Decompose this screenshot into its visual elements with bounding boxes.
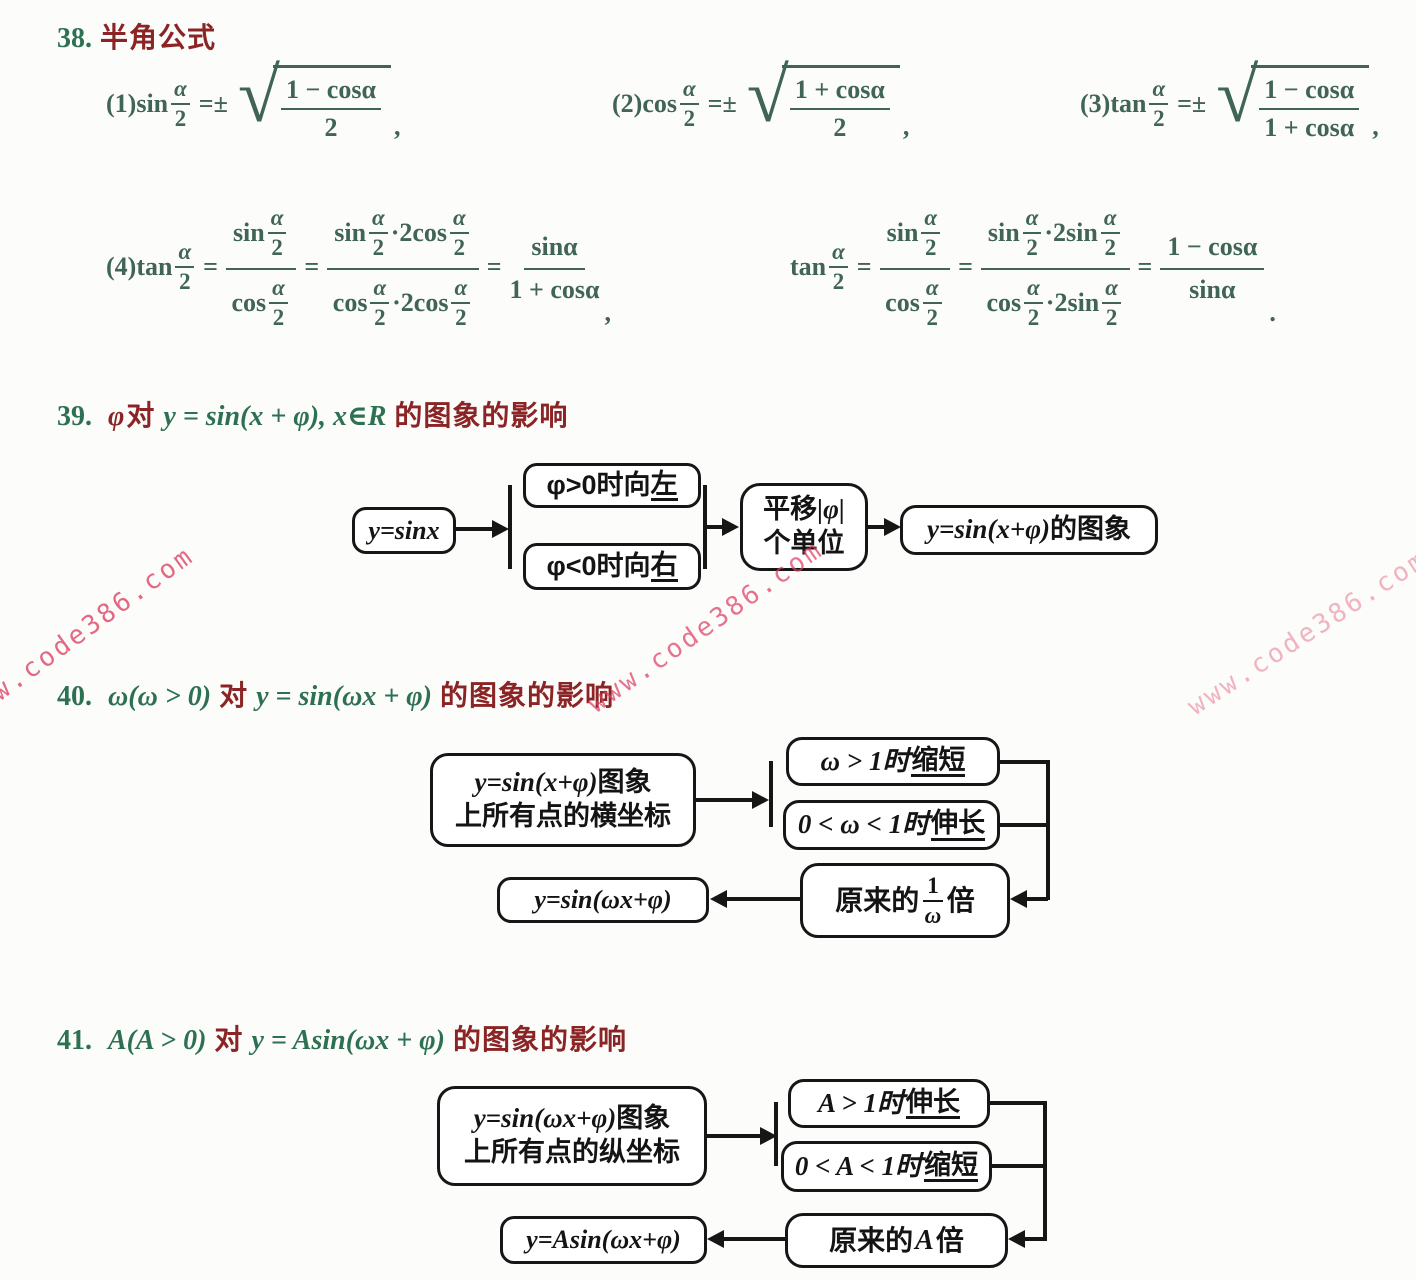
connector-line	[774, 1102, 778, 1166]
section-number: 41.	[57, 1025, 92, 1056]
heading-rest: 的图象的影响	[452, 1024, 627, 1055]
flow41-result-node: y=Asin(ωx+φ)	[500, 1216, 707, 1264]
connector-line	[726, 897, 800, 901]
connector-line	[1026, 897, 1048, 901]
connector-line	[1000, 823, 1050, 827]
section-number: 40.	[57, 681, 92, 712]
connector-line	[769, 761, 773, 827]
connector-line	[1043, 1101, 1047, 1241]
connector-line	[1000, 760, 1050, 764]
connector-line	[868, 525, 884, 529]
connector-line	[992, 1164, 1046, 1168]
dui-char: 对	[214, 1024, 244, 1055]
dui-char: 对	[219, 680, 249, 711]
arrowhead-right	[752, 791, 769, 809]
flow41-branch-stretch: A > 1时伸长	[788, 1079, 990, 1128]
arrowhead-right	[722, 518, 739, 536]
section-number: 38.	[57, 23, 92, 54]
section-38-heading: 38. 半角公式	[57, 16, 216, 56]
heading-rest: 的图象的影响	[394, 400, 569, 431]
fraction: 1 − cosα sinα	[1160, 230, 1265, 305]
flow39-branch-right: φ<0时向右	[523, 543, 701, 590]
connector-line	[707, 1134, 760, 1138]
flow40-branch-stretch: 0 < ω < 1时伸长	[783, 800, 1000, 850]
arrowhead-right	[884, 518, 901, 536]
flow39-branch-left: φ>0时向左	[523, 463, 701, 508]
flow39-result-node: y=sin(x+φ)的图象	[900, 505, 1158, 555]
heading-math: y = Asin(ωx + φ)	[251, 1025, 445, 1056]
heading-math: y = sin(x + φ), x∈R	[163, 401, 387, 432]
radical-sign: √	[1216, 53, 1259, 139]
section-39-heading: 39. φ 对 y = sin(x + φ), x∈R 的图象的影响	[57, 394, 568, 434]
connector-line	[723, 1237, 785, 1241]
connector-line	[990, 1101, 1046, 1105]
arrowhead-right	[760, 1127, 777, 1145]
connector-line	[508, 485, 512, 569]
connector-line	[1046, 760, 1050, 900]
formula-label: (3)	[1080, 89, 1111, 118]
flow39-start-node: y=sinx	[352, 507, 456, 554]
flow41-source-node: y=sin(ωx+φ)图象 上所有点的纵坐标	[437, 1086, 707, 1186]
flow41-branch-shrink: 0 < A < 1时缩短	[781, 1141, 992, 1192]
phi-symbol: φ	[108, 401, 125, 432]
flow40-branch-shrink: ω > 1时缩短	[786, 737, 1000, 786]
arrowhead-left	[710, 890, 727, 908]
connector-line	[1024, 1237, 1046, 1241]
flow40-source-node: y=sin(x+φ)图象 上所有点的横坐标	[430, 753, 696, 847]
connector-line	[696, 798, 752, 802]
formula-label: (2)	[612, 89, 643, 118]
flow39-shift-node: 平移|φ| 个单位	[740, 483, 868, 571]
arrowhead-left	[1008, 1230, 1025, 1248]
heading-math: y = sin(ωx + φ)	[256, 681, 432, 712]
section-40-heading: 40. ω(ω > 0) 对 y = sin(ωx + φ) 的图象的影响	[57, 674, 614, 714]
heading-rest: 的图象的影响	[440, 680, 615, 711]
arrowhead-left	[1010, 890, 1027, 908]
watermark: www.code386.com	[1182, 544, 1416, 722]
connector-line	[456, 527, 492, 531]
section-number: 39.	[57, 401, 92, 432]
radical-sign: √	[237, 53, 280, 139]
connector-line	[706, 525, 722, 529]
dui-char: 对	[126, 400, 156, 431]
omega-condition: ω(ω > 0)	[108, 681, 212, 712]
section-title: 半角公式	[100, 22, 217, 53]
formula-label: (1)	[106, 89, 137, 118]
formula-label: (4)	[106, 252, 137, 281]
radical-sign: √	[746, 53, 789, 139]
connector-line	[703, 485, 707, 569]
arrowhead-left	[707, 1230, 724, 1248]
arrowhead-right	[492, 520, 509, 538]
amplitude-condition: A(A > 0)	[108, 1025, 207, 1056]
flow40-result-node: y=sin(ωx+φ)	[497, 877, 709, 923]
section-41-heading: 41. A(A > 0) 对 y = Asin(ωx + φ) 的图象的影响	[57, 1018, 627, 1058]
fraction: sinα 1 + cosα	[509, 231, 600, 304]
